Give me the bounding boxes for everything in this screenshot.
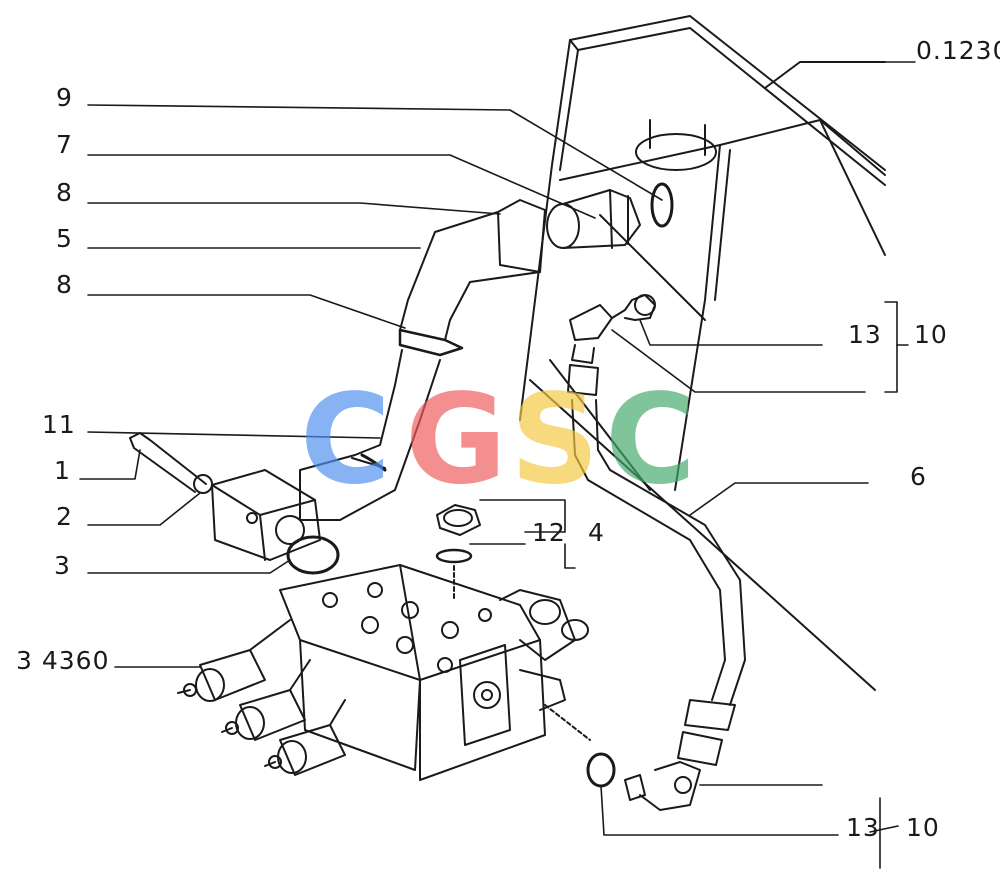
label-part-10-lower: 10 (906, 813, 940, 842)
leader-lines (79, 61, 916, 869)
flange-assembly (129, 432, 340, 575)
frame-structure (519, 15, 886, 691)
label-part-6: 6 (910, 462, 927, 491)
label-part-10-upper: 10 (914, 320, 948, 349)
label-part-3: 3 (54, 551, 71, 580)
label-part-13-upper: 13 (848, 320, 882, 349)
label-part-8-lower: 8 (56, 270, 73, 299)
breather-cap-12 (435, 504, 481, 601)
label-part-9: 9 (56, 83, 73, 112)
label-part-8-upper: 8 (56, 178, 73, 207)
watermark-letter-3: S (510, 368, 600, 512)
control-valve-block (177, 564, 591, 781)
label-part-2: 2 (56, 502, 73, 531)
label-part-7: 7 (56, 130, 73, 159)
hose-5 (299, 199, 546, 521)
watermark-letter-2: G (405, 368, 507, 512)
label-part-11: 11 (42, 410, 76, 439)
label-part-1: 1 (54, 456, 71, 485)
label-ref-3-4360: 3 4360 (16, 646, 110, 675)
label-ref-0-1230: 0.1230 (916, 36, 1000, 65)
watermark-letter-1: C (300, 368, 392, 512)
label-part-13-lower: 13 (846, 813, 880, 842)
label-part-12: 12 (532, 518, 566, 547)
watermark-letter-4: C (605, 368, 697, 512)
label-part-4: 4 (588, 518, 605, 547)
elbow-fitting-7 (546, 182, 674, 249)
spool-caps (177, 619, 346, 776)
label-part-5: 5 (56, 224, 73, 253)
